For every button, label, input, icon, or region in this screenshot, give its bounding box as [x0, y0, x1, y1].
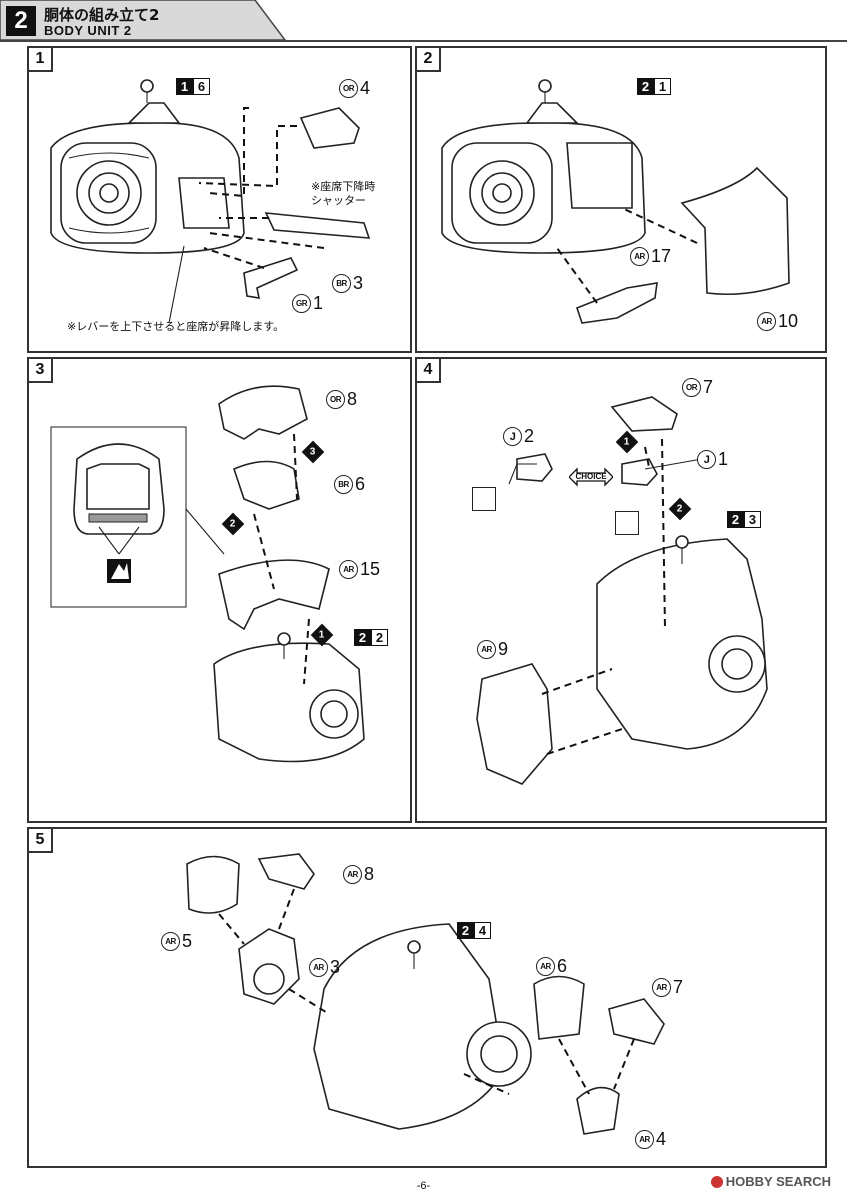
runner-badge: J [697, 450, 716, 469]
note-seat-lever: ※レバーを上下させると座席が昇降します。 [67, 320, 285, 333]
assembly-illustration [441, 79, 790, 324]
runner-badge: AR [309, 958, 328, 977]
panel-number: 4 [417, 359, 441, 383]
runner-badge: AR [339, 560, 358, 579]
section-header: 2 胴体の組み立て2 BODY UNIT 2 [0, 0, 290, 41]
header-rule [0, 40, 847, 42]
runner-badge: BR [332, 274, 351, 293]
runner-badge: AR [635, 1130, 654, 1149]
assembly-illustration [476, 396, 768, 785]
section-title-jp: 胴体の組み立て2 [44, 6, 160, 24]
assembly-illustration [186, 853, 665, 1135]
cutting-tool-icon [615, 511, 639, 535]
panel-number: 5 [29, 829, 53, 853]
runner-badge: OR [326, 390, 345, 409]
runner-badge: AR [536, 957, 555, 976]
runner-badge: J [503, 427, 522, 446]
runner-badge: BR [334, 475, 353, 494]
runner-badge: OR [339, 79, 358, 98]
panel-number: 1 [29, 48, 53, 72]
watermark-text: HOBBY SEARCH [725, 1174, 831, 1189]
assembly-illustration [50, 385, 365, 763]
runner-badge: AR [477, 640, 496, 659]
runner-badge: AR [630, 247, 649, 266]
runner-badge: AR [161, 932, 180, 951]
runner-badge: GR [292, 294, 311, 313]
page-number: -6- [416, 1180, 431, 1192]
watermark: HOBBY SEARCH [710, 1174, 831, 1189]
choice-label: CHOICE [575, 472, 607, 481]
runner-badge: AR [757, 312, 776, 331]
section-title-en: BODY UNIT 2 [44, 23, 132, 38]
panel-number: 3 [29, 359, 53, 383]
note-seat-shutter: ※座席下降時 シャッター [311, 180, 376, 207]
hobby-search-logo-icon [710, 1175, 723, 1188]
runner-badge: AR [343, 865, 362, 884]
runner-badge: OR [682, 378, 701, 397]
section-number: 2 [6, 6, 36, 36]
panel-number: 2 [417, 48, 441, 72]
choice-arrow: CHOICE [568, 467, 614, 487]
runner-badge: AR [652, 978, 671, 997]
assembly-illustration [50, 79, 371, 324]
cutting-tool-icon [472, 487, 496, 511]
